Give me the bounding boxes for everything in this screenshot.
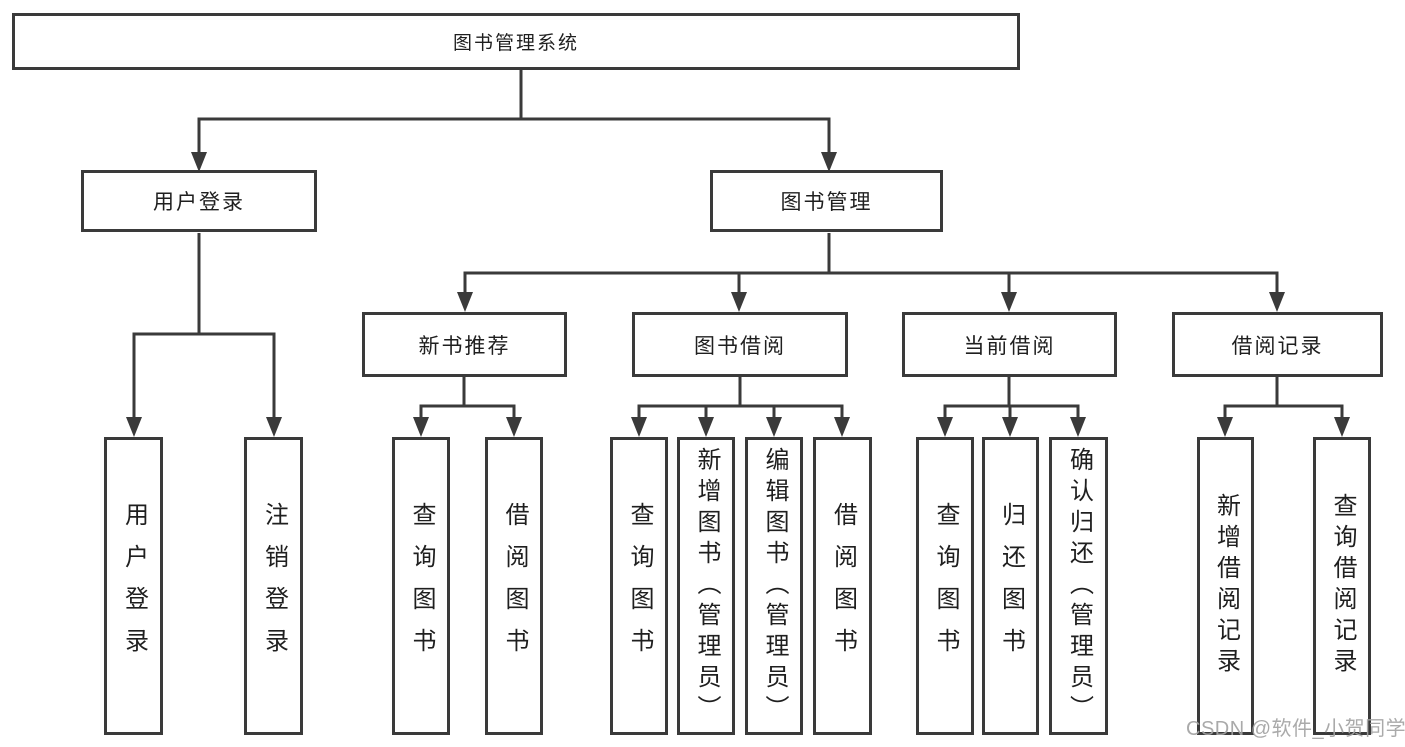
arrowhead-icon <box>1334 417 1350 437</box>
arrowhead-icon <box>1269 292 1285 312</box>
leaf-query-books-recommend: 查询图书 <box>392 437 450 735</box>
leaf-return-book: 归还图书 <box>982 437 1039 735</box>
leaf-add-book-admin: 新增图书（管理员） <box>677 437 735 735</box>
csdn-watermark: CSDN @软件_小贺同学 <box>1186 718 1405 740</box>
arrowhead-icon <box>457 292 473 312</box>
arrowhead-icon <box>1002 417 1018 437</box>
arrowhead-icon <box>766 417 782 437</box>
leaf-borrow-books-recommend: 借阅图书 <box>485 437 543 735</box>
arrowhead-icon <box>266 417 282 437</box>
leaf-logout: 注销登录 <box>244 437 303 735</box>
leaf-query-books-current: 查询图书 <box>916 437 974 735</box>
arrowhead-icon <box>937 417 953 437</box>
arrowhead-icon <box>413 417 429 437</box>
leaf-add-borrow-record: 新增借阅记录 <box>1197 437 1254 735</box>
node-library-management-system: 图书管理系统 <box>12 13 1020 70</box>
leaf-user-login: 用户登录 <box>104 437 163 735</box>
arrowhead-icon <box>126 417 142 437</box>
leaf-confirm-return-admin: 确认归还（管理员） <box>1049 437 1108 735</box>
arrowhead-icon <box>1001 292 1017 312</box>
node-book-borrow: 图书借阅 <box>632 312 848 377</box>
leaf-edit-book-admin: 编辑图书（管理员） <box>745 437 803 735</box>
leaf-borrow-books: 借阅图书 <box>813 437 872 735</box>
leaf-query-books-borrow: 查询图书 <box>610 437 668 735</box>
arrowhead-icon <box>506 417 522 437</box>
arrowhead-icon <box>631 417 647 437</box>
node-user-login: 用户登录 <box>81 170 317 232</box>
node-book-management: 图书管理 <box>710 170 943 232</box>
node-new-book-recommend: 新书推荐 <box>362 312 567 377</box>
node-borrow-records: 借阅记录 <box>1172 312 1383 377</box>
node-current-borrow: 当前借阅 <box>902 312 1117 377</box>
arrowhead-icon <box>191 152 207 172</box>
leaf-query-borrow-record: 查询借阅记录 <box>1313 437 1371 735</box>
arrowhead-icon <box>1070 417 1086 437</box>
arrowhead-icon <box>821 152 837 172</box>
arrowhead-icon <box>731 292 747 312</box>
arrowhead-icon <box>698 417 714 437</box>
arrowhead-icon <box>1217 417 1233 437</box>
arrowhead-icon <box>834 417 850 437</box>
